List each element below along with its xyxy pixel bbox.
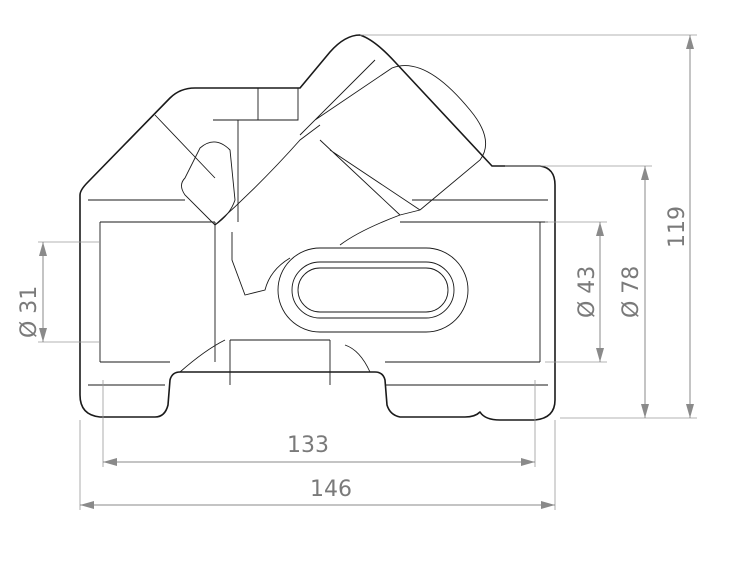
part-outline	[79, 34, 556, 421]
overall-height-label: 119	[665, 206, 690, 248]
inner-length-label: 133	[287, 433, 329, 458]
extension-lines	[38, 34, 697, 510]
dimension-overall-length: 146	[80, 477, 555, 509]
body-diameter-label: Ø 78	[619, 266, 644, 318]
overall-length-label: 146	[310, 477, 352, 502]
dimension-inner-length: 133	[103, 433, 535, 466]
inner-bore-label: Ø 43	[575, 266, 600, 318]
dimension-left-bore: Ø 31	[17, 242, 47, 342]
left-bore-label: Ø 31	[17, 286, 42, 338]
dimension-body-diameter: Ø 78	[619, 166, 649, 418]
dimension-inner-bore: Ø 43	[575, 222, 604, 362]
dimension-overall-height: 119	[665, 35, 694, 418]
